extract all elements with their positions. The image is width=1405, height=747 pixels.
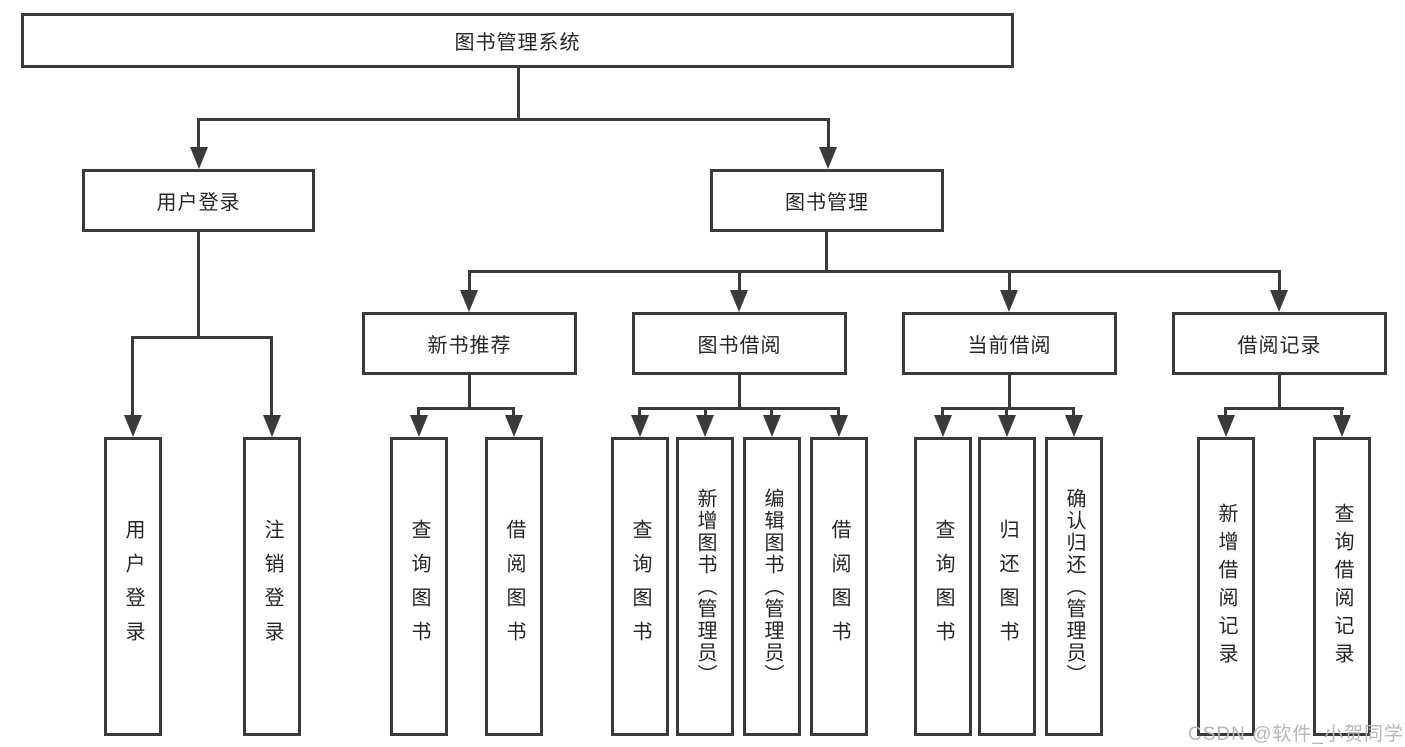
arrowhead-icon (460, 290, 478, 312)
connector-line (1008, 375, 1011, 407)
leaf-add-borrow-record: 新增借阅记录 (1197, 437, 1255, 736)
connector-line (131, 336, 273, 339)
node-root: 图书管理系统 (21, 13, 1014, 68)
node-new-book-recommend: 新书推荐 (362, 312, 577, 375)
connector-line (197, 232, 200, 336)
connector-line (1008, 270, 1011, 290)
arrowhead-icon (263, 415, 281, 437)
leaf-confirm-return-admin: 确认归还（管理员） (1045, 437, 1103, 736)
leaf-current-query-books: 查询图书 (914, 437, 972, 736)
arrowhead-icon (1217, 415, 1235, 437)
arrowhead-icon (934, 415, 952, 437)
leaf-borrow-books-label: 借阅图书 (828, 518, 850, 655)
arrowhead-icon (696, 415, 714, 437)
connector-line (1340, 407, 1343, 415)
connector-line (417, 407, 515, 410)
connector-line (517, 68, 520, 118)
leaf-current-query-books-label: 查询图书 (932, 518, 954, 655)
leaf-return-book-label: 归还图书 (996, 518, 1018, 655)
arrowhead-icon (1065, 415, 1083, 437)
node-borrow-records: 借阅记录 (1172, 312, 1387, 375)
connector-line (1072, 407, 1075, 415)
leaf-add-book-admin-label: 新增图书（管理员） (694, 487, 716, 686)
arrowhead-icon (830, 415, 848, 437)
connector-line (638, 407, 641, 415)
leaf-edit-book-admin-label: 编辑图书（管理员） (761, 487, 783, 686)
connector-line (270, 336, 273, 415)
leaf-logout-label: 注销登录 (261, 518, 283, 655)
connector-line (512, 407, 515, 415)
leaf-borrow-query-books-label: 查询图书 (629, 518, 651, 655)
leaf-edit-book-admin: 编辑图书（管理员） (743, 437, 801, 736)
arrowhead-icon (631, 415, 649, 437)
arrowhead-icon (819, 147, 837, 169)
leaf-recommend-borrow-books: 借阅图书 (485, 437, 543, 736)
connector-line (738, 375, 741, 407)
leaf-add-book-admin: 新增图书（管理员） (676, 437, 734, 736)
connector-line (468, 270, 471, 290)
leaf-borrow-query-books: 查询图书 (611, 437, 669, 736)
connector-line (1278, 270, 1281, 290)
arrowhead-icon (190, 147, 208, 169)
arrowhead-icon (124, 415, 142, 437)
leaf-recommend-query-books: 查询图书 (390, 437, 448, 736)
connector-line (825, 232, 828, 270)
connector-line (827, 118, 830, 147)
connector-line (417, 407, 420, 415)
leaf-return-book: 归还图书 (978, 437, 1036, 736)
connector-line (1005, 407, 1008, 415)
connector-line (197, 118, 200, 147)
leaf-recommend-query-books-label: 查询图书 (408, 518, 430, 655)
connector-line (638, 407, 840, 410)
arrowhead-icon (730, 290, 748, 312)
arrowhead-icon (1333, 415, 1351, 437)
connector-line (1278, 375, 1281, 407)
connector-line (1224, 407, 1344, 410)
connector-line (131, 336, 134, 415)
connector-line (1224, 407, 1227, 415)
leaf-user-login-label: 用户登录 (122, 518, 144, 655)
leaf-recommend-borrow-books-label: 借阅图书 (503, 518, 525, 655)
leaf-confirm-return-admin-label: 确认归还（管理员） (1063, 487, 1085, 686)
leaf-logout: 注销登录 (243, 437, 301, 736)
arrowhead-icon (410, 415, 428, 437)
node-user-login: 用户登录 (82, 169, 315, 232)
connector-line (941, 407, 1075, 410)
csdn-watermark: CSDN @软件_小贺同学 (1188, 724, 1404, 745)
arrowhead-icon (1270, 290, 1288, 312)
leaf-add-borrow-record-label: 新增借阅记录 (1215, 502, 1237, 671)
connector-line (738, 270, 741, 290)
leaf-query-borrow-record-label: 查询借阅记录 (1331, 502, 1353, 671)
leaf-user-login: 用户登录 (104, 437, 162, 736)
connector-line (468, 375, 471, 407)
arrowhead-icon (998, 415, 1016, 437)
node-book-management: 图书管理 (710, 169, 944, 232)
leaf-query-borrow-record: 查询借阅记录 (1313, 437, 1371, 736)
node-current-borrow: 当前借阅 (902, 312, 1117, 375)
arrowhead-icon (505, 415, 523, 437)
connector-line (941, 407, 944, 415)
connector-line (704, 407, 707, 415)
connector-line (837, 407, 840, 415)
connector-line (197, 118, 830, 121)
connector-line (468, 270, 1281, 273)
node-book-borrow: 图书借阅 (632, 312, 847, 375)
leaf-borrow-books: 借阅图书 (810, 437, 868, 736)
connector-line (770, 407, 773, 415)
arrowhead-icon (1000, 290, 1018, 312)
arrowhead-icon (763, 415, 781, 437)
